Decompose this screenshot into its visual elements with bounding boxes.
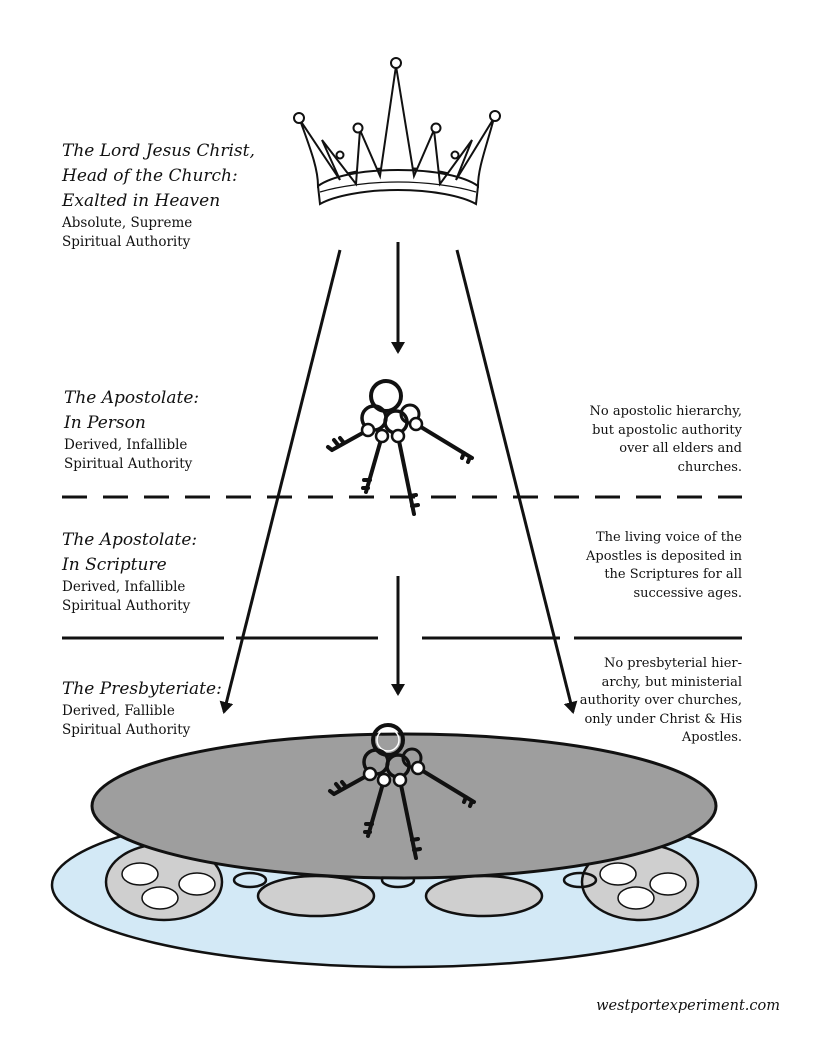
note-apostolate-person: No apostolic hierarchy, but apostolic au… xyxy=(542,403,743,477)
label-apostolate-person-sub-1: Derived, Infallible xyxy=(64,437,188,453)
crown-icon xyxy=(293,57,501,206)
label-presbyteriate: The Presbyteriate: Derived, Fallible Spi… xyxy=(62,677,222,740)
note-line: the Scriptures for all xyxy=(604,567,742,582)
label-apostolate-scripture-head-2: In Scripture xyxy=(62,555,167,575)
note-line: over all elders and xyxy=(619,441,742,456)
note-line: archy, but ministerial xyxy=(601,674,742,690)
arrow-christ-to-left-church xyxy=(219,249,342,714)
label-christ-head-2: Head of the Church: xyxy=(62,166,238,186)
arrows xyxy=(219,242,578,714)
label-presbyteriate-sub-2: Spiritual Authority xyxy=(62,722,191,738)
note-line: No apostolic hierarchy, xyxy=(589,404,743,419)
site-credit: westportexperiment.com xyxy=(596,998,780,1014)
label-christ-head-1: The Lord Jesus Christ, xyxy=(62,141,255,161)
label-apostolate-person-head-1: The Apostolate: xyxy=(64,388,200,408)
note-line: only under Christ & His xyxy=(584,711,742,727)
label-apostolate-person: The Apostolate: In Person Derived, Infal… xyxy=(64,386,199,474)
note-line: churches. xyxy=(677,459,742,475)
note-line: successive ages. xyxy=(633,585,742,601)
label-apostolate-scripture-sub-1: Derived, Infallible xyxy=(62,579,186,595)
keys-icon xyxy=(326,379,474,516)
label-christ-sub-1: Absolute, Supreme xyxy=(62,215,193,231)
arrow-christ-to-right-church xyxy=(455,249,578,714)
label-christ-sub-2: Spiritual Authority xyxy=(62,234,191,250)
church-plates-icon xyxy=(50,732,758,969)
note-line: Apostles. xyxy=(681,730,742,745)
note-apostolate-scripture: The living voice of the Apostles is depo… xyxy=(542,529,742,603)
label-apostolate-scripture: The Apostolate: In Scripture Derived, In… xyxy=(62,528,197,616)
label-apostolate-scripture-head-1: The Apostolate: xyxy=(62,530,198,550)
note-line: but apostolic authority xyxy=(592,422,742,438)
note-line: The living voice of the xyxy=(595,530,742,545)
note-line: No presbyterial hier- xyxy=(603,656,742,671)
label-christ-head-3: Exalted in Heaven xyxy=(62,191,221,211)
label-apostolate-person-head-2: In Person xyxy=(64,413,146,433)
label-presbyteriate-sub-1: Derived, Fallible xyxy=(62,703,175,719)
label-presbyteriate-head-1: The Presbyteriate: xyxy=(62,679,222,699)
note-presbyteriate: No presbyterial hier- archy, but ministe… xyxy=(542,655,742,748)
note-line: authority over churches, xyxy=(579,693,742,708)
label-christ: The Lord Jesus Christ, Head of the Churc… xyxy=(62,139,255,252)
label-apostolate-scripture-sub-2: Spiritual Authority xyxy=(62,598,191,614)
note-line: Apostles is deposited in xyxy=(586,548,742,564)
label-apostolate-person-sub-2: Spiritual Authority xyxy=(64,456,193,472)
